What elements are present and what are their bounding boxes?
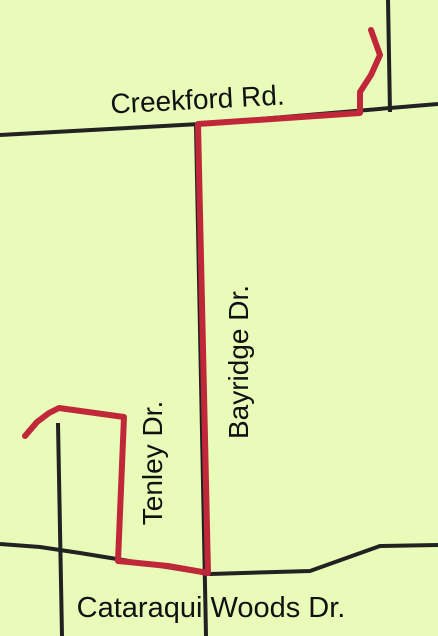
route-path [22, 27, 383, 576]
route [22, 27, 383, 576]
road-east-vertical [386, 0, 392, 113]
road-tenley [56, 422, 64, 636]
street-label-bayridge: Bayridge Dr. [223, 285, 254, 439]
street-label-cataraqui: Cataraqui Woods Dr. [77, 592, 346, 624]
street-label-tenley: Tenley Dr. [137, 401, 168, 526]
